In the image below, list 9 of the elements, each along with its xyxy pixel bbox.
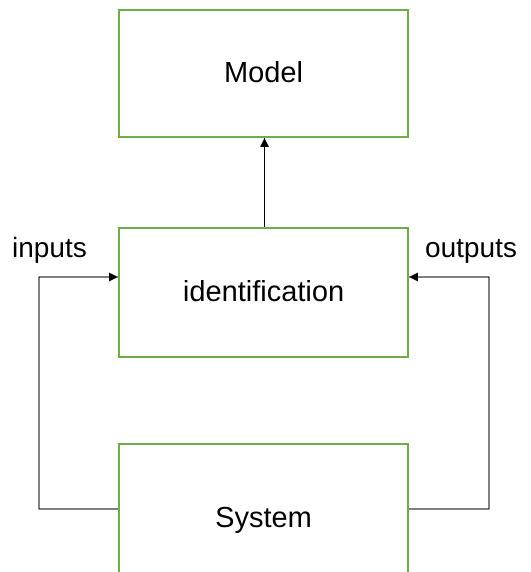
- box-label: System: [215, 502, 312, 534]
- arrow: [38, 272, 118, 510]
- box-label: identification: [182, 276, 344, 309]
- arrow: [408, 272, 490, 510]
- process-box: [118, 227, 409, 358]
- process-box: [118, 9, 409, 138]
- box-label: Model: [224, 57, 303, 90]
- process-box: [118, 443, 409, 572]
- arrow: [260, 138, 269, 228]
